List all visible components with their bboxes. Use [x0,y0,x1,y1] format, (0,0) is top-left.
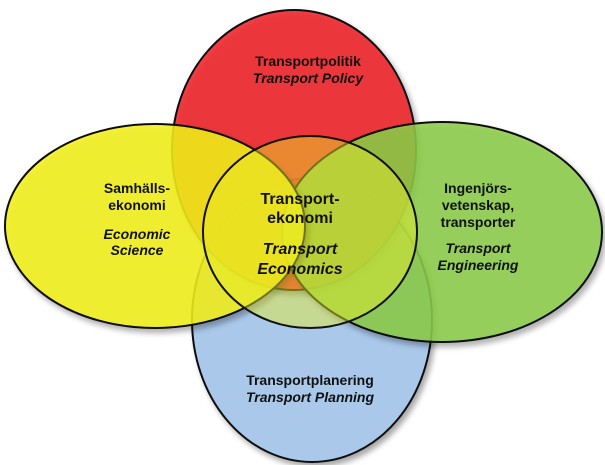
bottom-line1: Transportplanering [246,372,374,388]
left-line2: ekonomi [108,196,166,213]
label-transport-economics: Transport- ekonomi Transport Economics [225,190,375,279]
right-line3: transporter [440,213,516,230]
label-transport-planning: Transportplanering Transport Planning [210,372,410,406]
label-transport-engineering: Ingenjörs- vetenskap, transporter Transp… [408,180,548,274]
right-line1: Ingenjörs- [444,180,512,196]
label-transport-policy: Transportpolitik Transport Policy [213,53,403,87]
left-line4: Science [110,242,164,259]
left-line1: Samhälls- [103,180,171,196]
ellipse-transport-economics [202,135,418,329]
right-line5: Engineering [437,257,519,274]
center-line2: ekonomi [267,210,333,228]
ellipse-economic-science [4,123,306,329]
right-line2: vetenskap, [441,196,515,213]
center-line1: Transport- [260,191,340,208]
right-line4: Transport [445,240,511,257]
top-line1: Transportpolitik [255,53,361,69]
center-line3: Transport [262,241,338,259]
bottom-line2: Transport Planning [245,388,375,405]
center-line4: Economics [257,260,343,278]
label-economic-science: Samhälls- ekonomi Economic Science [72,180,202,259]
left-line3: Economic [103,225,171,242]
top-line2: Transport Policy [252,69,364,86]
